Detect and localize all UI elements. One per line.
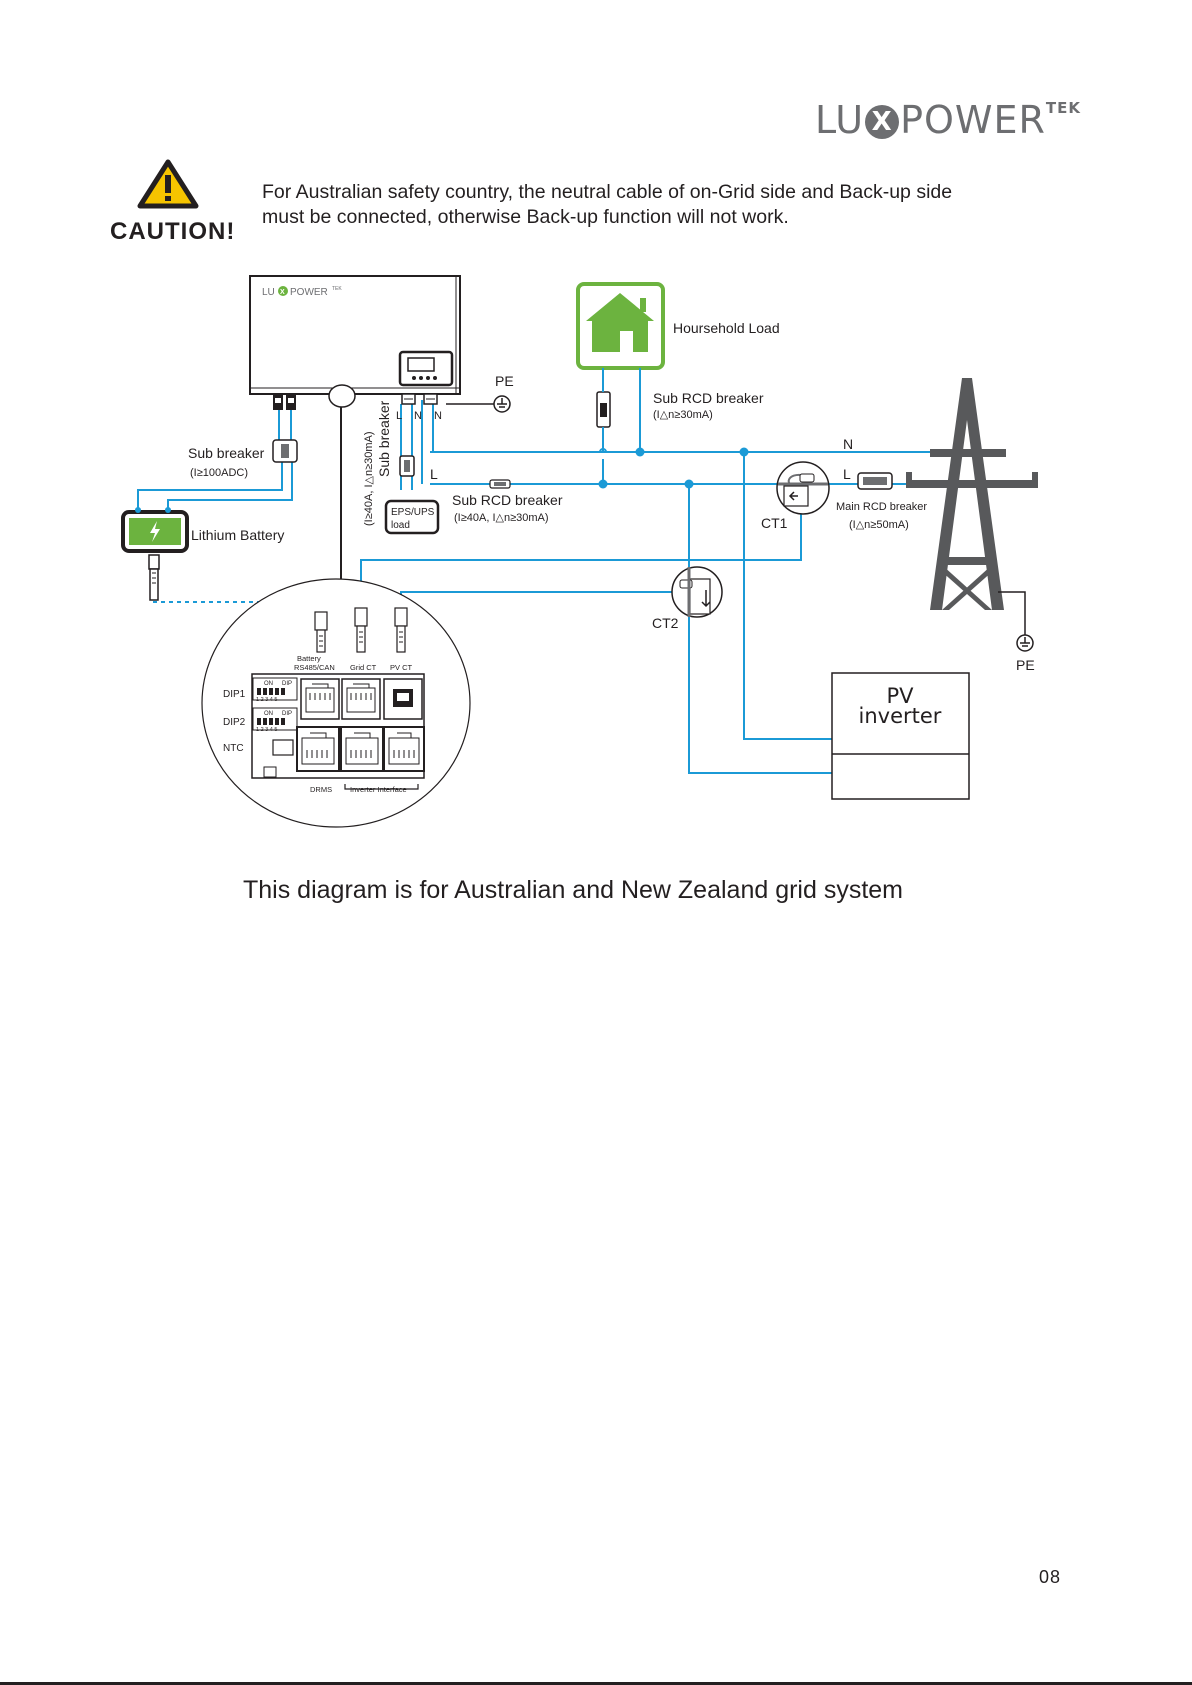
sub-breaker-icon — [272, 439, 298, 463]
ct2-label: CT2 — [652, 615, 679, 631]
vertical-sub-breaker-spec: (I≥40A, I△n≥30mA) — [363, 431, 375, 526]
inverter-interface-label: Inverter Interface — [350, 785, 407, 794]
pv-inverter-label-1: PV — [886, 684, 914, 708]
inverter-logo-x: X — [280, 289, 285, 296]
lithium-battery-icon — [121, 507, 189, 601]
eps-load-label-2: load — [391, 520, 410, 531]
dip1-dip-label: DIP — [282, 681, 292, 687]
sub-rcd-mid-label: Sub RCD breaker — [452, 492, 563, 508]
terminal-n2-label: N — [434, 410, 442, 422]
caution-line-2: must be connected, otherwise Back-up fun… — [262, 206, 789, 228]
sub-rcd-breaker-icon — [596, 391, 611, 428]
inverter-logo-sup: TEK — [332, 286, 342, 292]
page-number: 08 — [1039, 1567, 1062, 1587]
dip2-label: DIP2 — [223, 717, 246, 728]
inverter-logo-mark — [278, 286, 288, 296]
caution-text: For Australian safety country, the neutr… — [262, 180, 952, 230]
sub-rcd-mid-spec: (I≥40A, I△n≥30mA) — [454, 512, 549, 524]
sub-breaker-label: Sub breaker — [188, 445, 265, 461]
dip1-label: DIP1 — [223, 689, 246, 700]
ground-icon — [493, 395, 511, 413]
house-icon — [576, 282, 665, 370]
sub-breaker-spec: (I≥100ADC) — [190, 467, 248, 479]
ct2-icon — [671, 566, 723, 618]
comm-port-panel — [201, 578, 471, 828]
port-grid-ct-label: Grid CT — [350, 663, 377, 672]
port-pv-ct-label: PV CT — [390, 663, 413, 672]
pv-inverter-label-2: inverter — [859, 704, 942, 728]
household-load-label: Hoursehold Load — [673, 320, 780, 336]
neutral-label: N — [843, 436, 853, 452]
sub-rcd-top-label: Sub RCD breaker — [653, 390, 764, 406]
mid-sub-rcd-icon — [489, 479, 511, 489]
dip1-numbers: 1 2 3 4 5 — [256, 697, 277, 703]
terminal-l-label: L — [396, 410, 402, 422]
main-rcd-spec: (I△n≥50mA) — [849, 519, 909, 531]
drms-label: DRMS — [310, 785, 332, 794]
dip1-on-label: ON — [264, 681, 273, 687]
logo-sup: TEK — [1045, 99, 1082, 117]
comm-gland — [328, 384, 356, 408]
logo-prefix: LU — [815, 98, 865, 142]
ntc-label: NTC — [223, 743, 244, 754]
pe-right-label: PE — [1016, 657, 1035, 673]
eps-load-box — [384, 499, 440, 535]
eps-sub-breaker-icon — [399, 455, 415, 477]
bottom-rule — [0, 1682, 1192, 1685]
eps-load-label-1: EPS/UPS — [391, 507, 435, 518]
dip2-on-label: ON — [264, 711, 273, 717]
live-mid-label: L — [430, 466, 438, 482]
caution-heading: CAUTION! — [110, 218, 236, 245]
ct1-label: CT1 — [761, 515, 788, 531]
lithium-battery-label: Lithium Battery — [191, 527, 284, 543]
dip2-dip-label: DIP — [282, 711, 292, 717]
ground-icon-right — [1016, 634, 1034, 652]
port-rs485-label: RS485/CAN — [294, 663, 335, 672]
pv-inverter-box — [831, 672, 970, 800]
port-battery-label: Battery — [297, 654, 321, 663]
terminal-n1-label: N — [414, 410, 422, 422]
dip2-numbers: 1 2 3 4 5 — [256, 727, 277, 733]
inverter-logo-suffix: POWER — [290, 287, 328, 298]
main-rcd-breaker-icon — [857, 472, 893, 490]
inverter: LU X POWER TEK — [249, 275, 503, 612]
grid-pylon-icon — [906, 378, 1038, 610]
ct1-icon — [776, 461, 830, 515]
vertical-sub-breaker-label: Sub breaker — [376, 400, 392, 477]
inverter-logo: LU — [262, 287, 275, 298]
logo-suffix: POWER — [900, 98, 1046, 142]
pe-top-label: PE — [495, 373, 514, 389]
caution-line-1: For Australian safety country, the neutr… — [262, 181, 953, 203]
warning-triangle-icon — [137, 159, 199, 209]
main-rcd-label: Main RCD breaker — [836, 501, 927, 513]
live-right-label: L — [843, 466, 851, 482]
logo-x-mark: X — [865, 105, 900, 139]
sub-rcd-top-spec: (I△n≥30mA) — [653, 409, 713, 421]
diagram-caption: This diagram is for Australian and New Z… — [243, 876, 904, 904]
